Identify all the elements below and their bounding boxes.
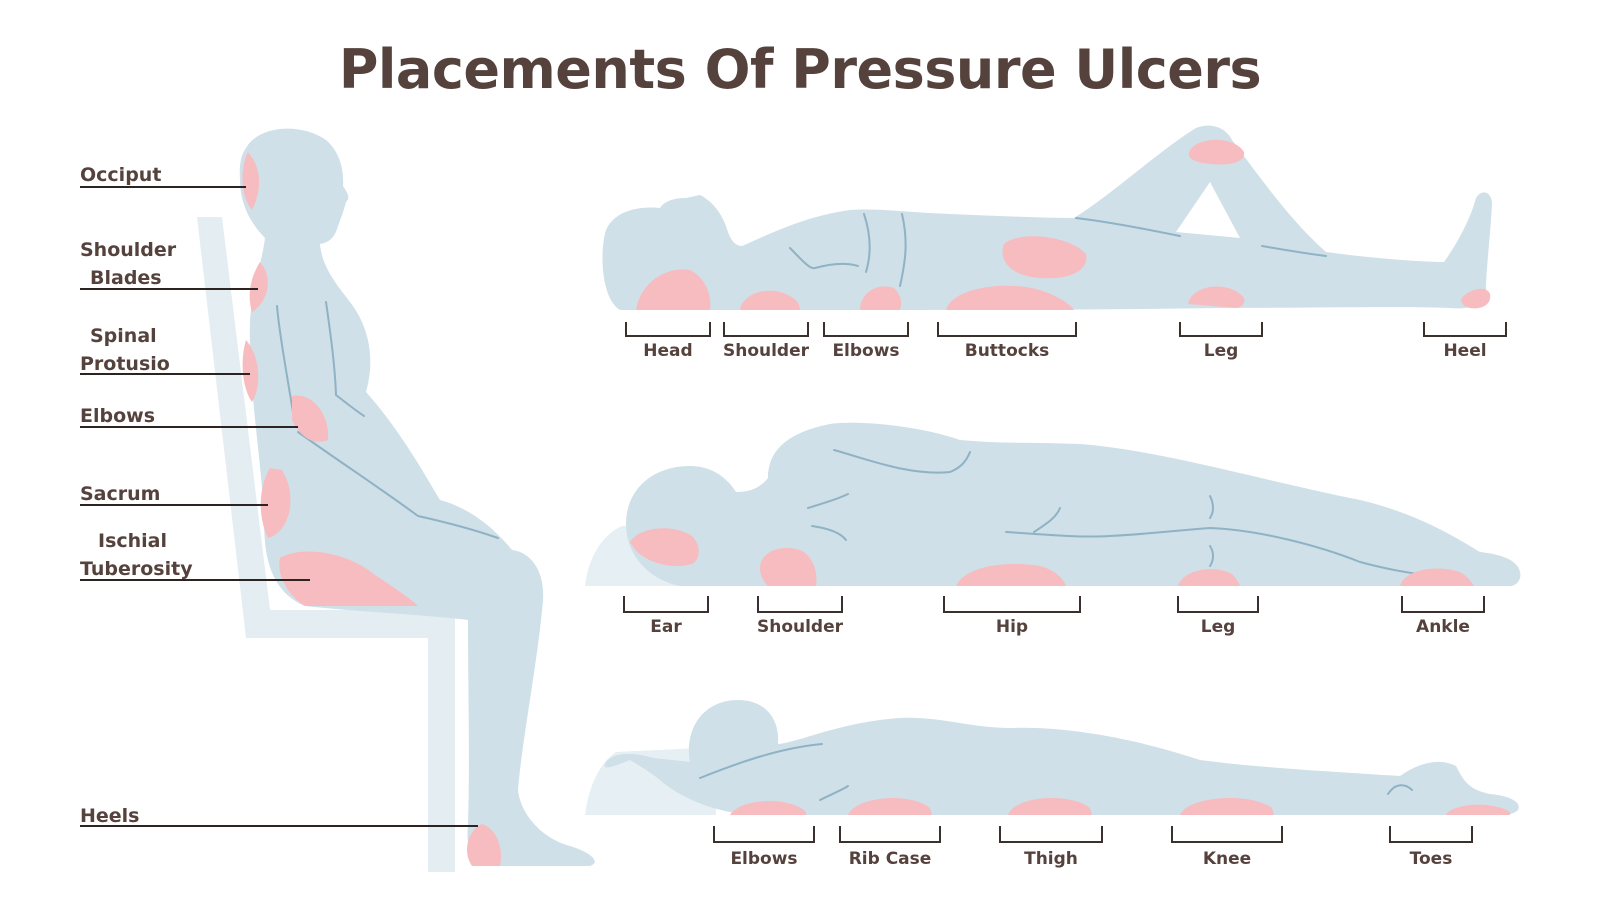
supine-thigh-crease	[1075, 217, 1181, 237]
prone-arm-crease	[699, 743, 823, 779]
seated-body	[239, 128, 595, 866]
prone-label-toes: Toes	[1410, 849, 1453, 869]
lateral-shoulder-bracket	[757, 596, 843, 613]
prone-toes-bracket	[1389, 826, 1473, 843]
back-crease	[276, 305, 295, 419]
label-sacrum: Sacrum	[80, 483, 160, 505]
prone-foot-crease	[1387, 784, 1413, 795]
lateral-knee-crease-1	[1209, 495, 1214, 519]
forearm-crease	[297, 431, 499, 539]
lateral-hip-bracket	[943, 596, 1081, 613]
label-ischial-2: Tuberosity	[80, 558, 193, 580]
chair	[197, 217, 455, 872]
supine-label-buttocks: Buttocks	[965, 341, 1050, 361]
knee-gap	[1176, 182, 1240, 238]
supine-label-elbows: Elbows	[832, 341, 899, 361]
lateral-ankle-spot	[1400, 568, 1474, 586]
lateral-label-ankle: Ankle	[1416, 617, 1470, 637]
lateral-hip-crease	[1033, 507, 1061, 533]
label-spinal-2: Protusio	[80, 353, 170, 375]
lateral-arm-crease-1	[807, 493, 849, 509]
prone-knee-bracket	[1171, 826, 1283, 843]
lateral-label-shoulder: Shoulder	[757, 617, 844, 637]
supine-head-spot	[636, 269, 711, 310]
seated-figure: Occiput Shoulder Blades Spinal Protusio …	[80, 128, 595, 872]
lateral-ear-spot	[630, 528, 699, 566]
lateral-knee-crease-2	[1209, 545, 1214, 567]
supine-leg-spot	[1188, 286, 1245, 308]
supine-leg-bracket	[1179, 322, 1263, 337]
supine-knee-spot	[1188, 139, 1245, 165]
prone-rib-case-bracket	[839, 826, 941, 843]
heel-spot	[467, 824, 502, 866]
prone-label-thigh: Thigh	[1024, 849, 1078, 869]
lateral-arm-crease-2	[811, 525, 847, 541]
supine-label-shoulder: Shoulder	[723, 341, 810, 361]
lateral-leg-spot	[1178, 569, 1240, 586]
label-shoulder-blades-1: Shoulder	[80, 239, 177, 261]
prone-elbows-bracket	[713, 826, 815, 843]
supine-shoulder-bracket	[723, 322, 809, 337]
prone-body	[604, 700, 1519, 816]
label-spinal-1: Spinal	[90, 325, 157, 347]
sacrum-spot	[260, 468, 291, 538]
supine-thigh-spot	[1002, 236, 1087, 279]
supine-buttocks-spot	[946, 285, 1074, 310]
occiput-spot	[242, 152, 260, 210]
page-title: Placements Of Pressure Ulcers	[338, 38, 1262, 101]
supine-label-head: Head	[643, 341, 692, 361]
prone-ribcase-spot	[848, 798, 932, 815]
supine-shoulder-crease	[789, 247, 859, 270]
lateral-leg-bracket	[1177, 596, 1259, 613]
supine-torso-crease	[899, 213, 907, 287]
supine-arm-crease	[863, 213, 871, 273]
prone-label-rib-case: Rib Case	[849, 849, 932, 869]
label-elbows: Elbows	[80, 405, 155, 427]
supine-shoulder-spot	[740, 290, 800, 310]
lateral-label-hip: Hip	[996, 617, 1028, 637]
supine-heel-bracket	[1423, 322, 1507, 337]
prone-thigh-bracket	[999, 826, 1103, 843]
supine-head-bracket	[625, 322, 711, 337]
label-heels: Heels	[80, 805, 140, 827]
lateral-figure	[585, 422, 1521, 586]
prone-knee-spot	[1180, 798, 1274, 815]
label-shoulder-blades-2: Blades	[90, 267, 162, 289]
lateral-body	[626, 422, 1521, 586]
lateral-ankle-bracket	[1401, 596, 1485, 613]
label-occiput: Occiput	[80, 164, 161, 186]
supine-body	[602, 125, 1492, 310]
prone-thigh-spot	[1008, 798, 1092, 815]
lateral-shoulder-crease	[833, 449, 971, 474]
supine-elbows-bracket	[823, 322, 909, 337]
prone-label-elbows: Elbows	[730, 849, 797, 869]
lateral-label-leg: Leg	[1201, 617, 1236, 637]
supine-calf-crease	[1261, 245, 1327, 257]
lateral-hip-spot	[956, 564, 1066, 586]
lateral-spine-crease	[1005, 526, 1435, 577]
supine-label-heel: Heel	[1443, 341, 1486, 361]
label-ischial-1: Ischial	[98, 530, 167, 552]
lateral-label-ear: Ear	[650, 617, 682, 637]
spinal-spot	[242, 340, 259, 402]
shoulder-blades-spot	[249, 262, 268, 312]
prone-forearm-crease	[819, 785, 849, 801]
prone-label-knee: Knee	[1203, 849, 1251, 869]
ischial-spot	[279, 551, 418, 606]
supine-elbow-spot	[860, 286, 902, 310]
supine-heel-spot	[1461, 288, 1491, 309]
supine-buttocks-bracket	[937, 322, 1077, 337]
prone-toes-spot	[1446, 804, 1510, 815]
prone-figure	[585, 700, 1519, 816]
supine-figure	[602, 125, 1492, 310]
prone-elbow-spot	[730, 801, 806, 815]
supine-label-leg: Leg	[1204, 341, 1239, 361]
elbow-spot	[292, 395, 329, 442]
lateral-ear-bracket	[623, 596, 709, 613]
arm-crease	[325, 301, 365, 417]
lateral-shoulder-spot	[760, 548, 817, 586]
